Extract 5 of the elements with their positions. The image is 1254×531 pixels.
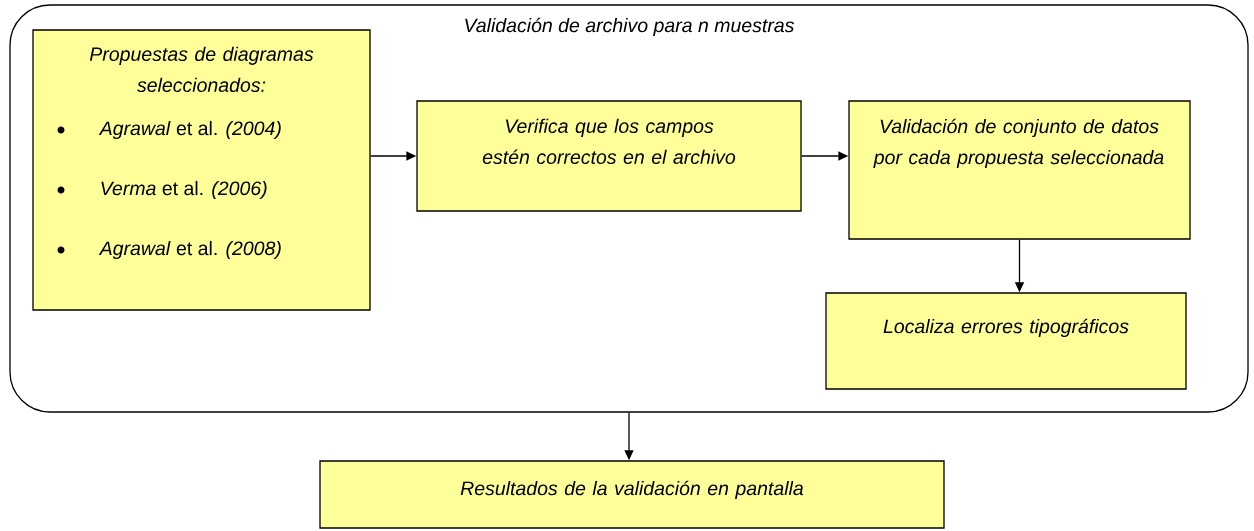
process-box: Resultados de la validación en pantalla [319, 460, 945, 529]
process-box: Localiza errores tipográficos [825, 292, 1187, 390]
process-box: Verifica que los campos estén correctos en el archivo [416, 100, 802, 212]
process-box: Propuestas de diagramas seleccionados: Agrawal et al. (2004) Verma et al. (2006) Agrawal et al. (2008) [32, 29, 371, 311]
process-box: Validación de conjunto de datos por cada propuesta seleccionada [848, 100, 1191, 240]
